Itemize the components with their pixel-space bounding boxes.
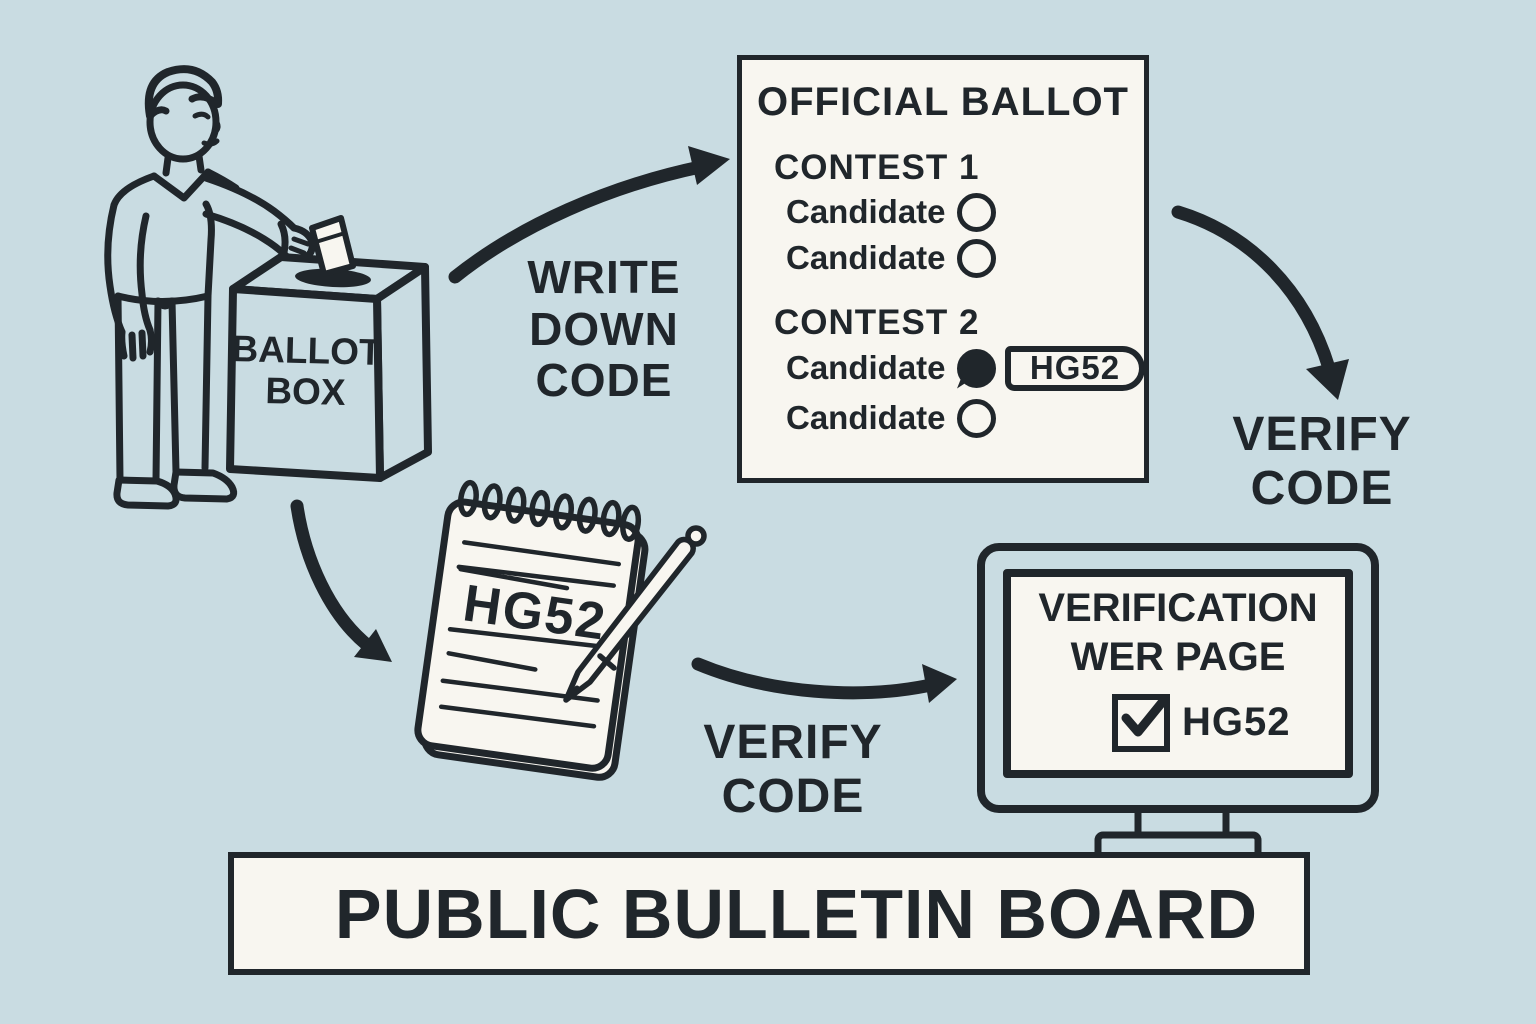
ballot-slot-icon (295, 268, 371, 288)
checkbox-checked-icon (1112, 694, 1170, 752)
candidate-bubble-filled-icon (957, 348, 996, 388)
monitor-code: HG52 (1182, 700, 1291, 744)
candidate-row: Candidate (786, 236, 996, 280)
candidate-row-selected: Candidate HG52 (786, 345, 1145, 391)
checkmark-icon (1121, 695, 1169, 737)
arrow-write-down-icon (448, 146, 730, 284)
candidate-row: Candidate (786, 190, 996, 234)
candidate-label: Candidate (786, 193, 946, 230)
spiral-binding-icon (457, 479, 642, 542)
verify-code-right-label: VERIFY CODE (1232, 408, 1412, 515)
write-down-code-label: WRITE DOWN CODE (527, 251, 681, 407)
candidate-label: Candidate (786, 239, 946, 276)
arrow-to-notepad-icon (290, 499, 392, 662)
monitor-screen (1003, 569, 1353, 778)
ballot-title: OFFICIAL BALLOT (757, 80, 1129, 124)
verify-code-bottom-label: VERIFY CODE (703, 716, 883, 823)
banner-text: PUBLIC BULLETIN BOARD (334, 874, 1259, 953)
contest-2-heading: CONTEST 2 (774, 303, 980, 342)
candidate-bubble-icon (957, 398, 996, 438)
arrow-to-monitor-icon (691, 657, 957, 703)
verification-page-title: VERIFICATION WER PAGE (1038, 586, 1318, 679)
pen-icon (563, 525, 707, 703)
public-bulletin-board-banner: PUBLIC BULLETIN BOARD (228, 852, 1310, 975)
candidate-label: Candidate (786, 349, 946, 386)
candidate-row: Candidate (786, 396, 996, 440)
notepad (414, 479, 649, 781)
official-ballot-card: OFFICIAL BALLOT CONTEST 1 Candidate Cand… (737, 55, 1149, 483)
ballot-box-label: BALLOT BOX (231, 328, 383, 414)
arrow-verify-right-icon (1171, 205, 1349, 400)
candidate-bubble-icon (957, 238, 996, 278)
ballot-box (226, 215, 432, 482)
verification-code-pill: HG52 (1005, 345, 1145, 391)
voter-figure (104, 65, 316, 510)
candidate-bubble-icon (957, 192, 996, 232)
contest-1-heading: CONTEST 1 (774, 148, 980, 187)
candidate-label: Candidate (786, 399, 946, 436)
